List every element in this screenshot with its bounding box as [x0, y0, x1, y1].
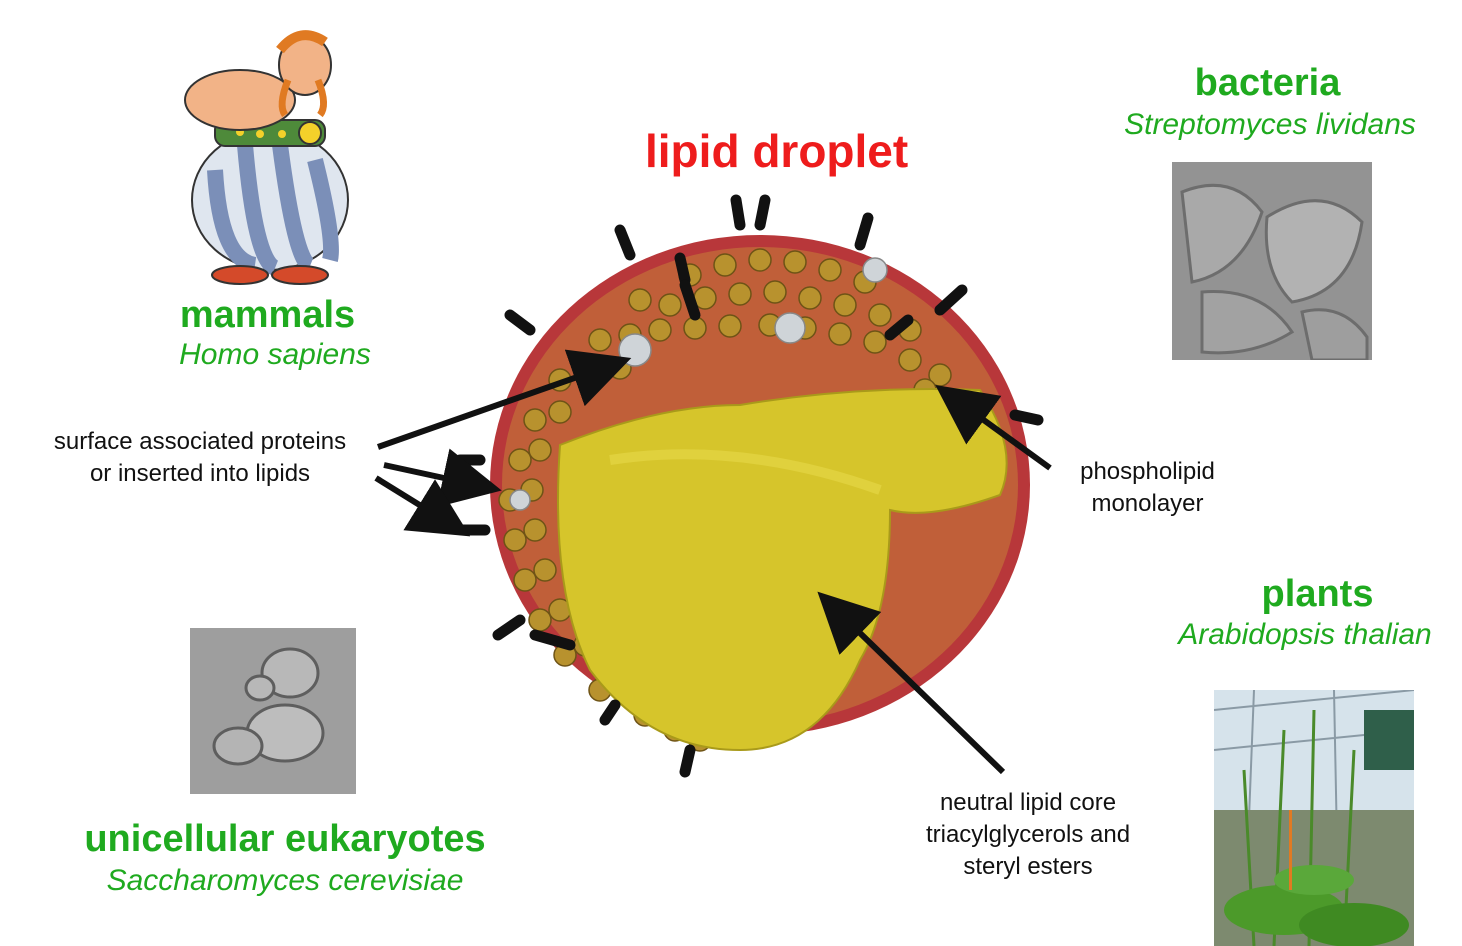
bacteria-species: Streptomyces lividans [1085, 110, 1455, 140]
proteins-annotation-line-1: surface associated proteins [15, 426, 385, 458]
proteins-annotation-line-2: or inserted into lipids [15, 458, 385, 490]
lipid-droplet-icon [440, 190, 1060, 790]
phospholipid-annotation: phospholipid monolayer [1055, 456, 1240, 520]
yeast-cells-icon [190, 628, 356, 794]
plants-heading: plants [1190, 575, 1445, 613]
proteins-annotation: surface associated proteins or inserted … [15, 426, 385, 490]
phospholipid-annotation-line-1: phospholipid [1055, 456, 1240, 488]
phospholipid-annotation-line-2: monolayer [1055, 488, 1240, 520]
greenhouse-plant-icon [1214, 690, 1414, 946]
core-annotation-line-1: neutral lipid core [893, 787, 1163, 819]
plants-species: Arabidopsis thalian [1148, 620, 1462, 650]
bacteria-heading: bacteria [1130, 64, 1405, 102]
eukaryotes-heading: unicellular eukaryotes [30, 820, 540, 858]
diagram-title: lipid droplet [645, 128, 908, 174]
mammals-species: Homo sapiens [130, 340, 420, 370]
bacteria-micrograph [1172, 162, 1372, 360]
core-annotation: neutral lipid core triacylglycerols and … [893, 787, 1163, 883]
yeast-micrograph [190, 628, 356, 794]
lipid-droplet-illustration [440, 190, 1060, 790]
core-annotation-line-2: triacylglycerols and [893, 819, 1163, 851]
core-annotation-line-3: steryl esters [893, 851, 1163, 883]
mammal-cartoon-image [160, 20, 365, 285]
cartoon-figure-icon [160, 20, 365, 285]
mammals-heading: mammals [130, 296, 405, 334]
eukaryotes-species: Saccharomyces cerevisiae [50, 866, 520, 896]
plants-photo [1214, 690, 1414, 946]
micrograph-icon [1172, 162, 1372, 360]
